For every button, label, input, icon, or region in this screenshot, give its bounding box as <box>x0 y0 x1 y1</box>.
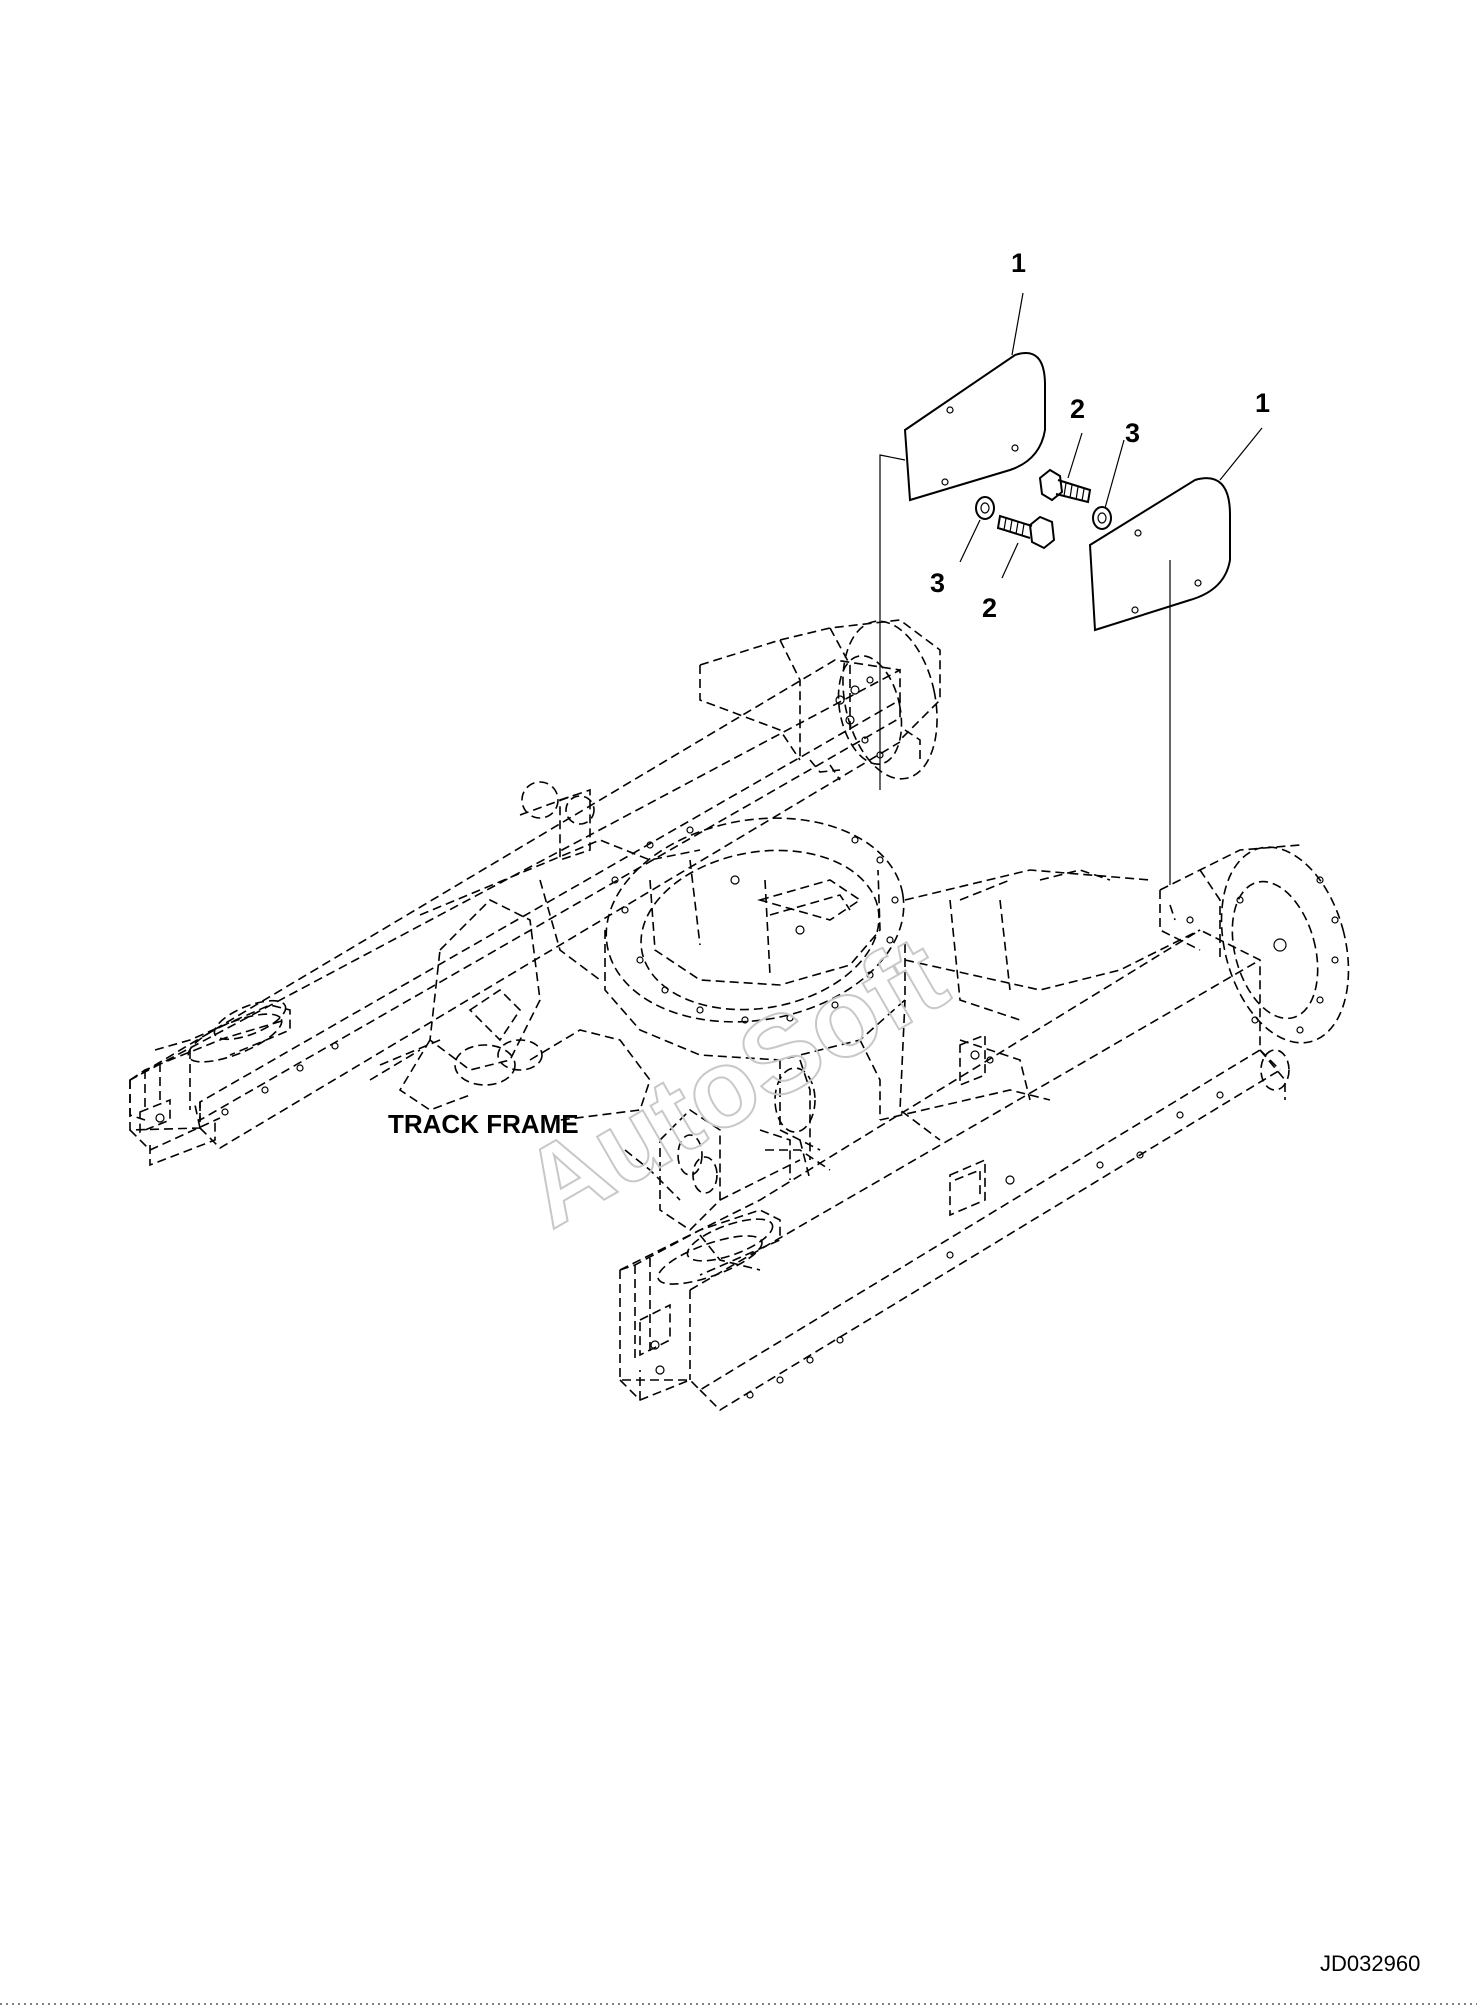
callout-leaders <box>959 292 1263 579</box>
callout-2-upper: 2 <box>1070 394 1085 424</box>
left-side-frame <box>129 619 941 1167</box>
bolt-part-2-upper <box>1038 468 1092 504</box>
callout-3-upper: 3 <box>1125 418 1140 448</box>
track-frame <box>129 454 1350 1412</box>
callout-1-lower: 1 <box>1255 388 1270 418</box>
alignment-lines <box>879 454 1171 885</box>
callout-3-lower: 3 <box>930 568 945 598</box>
washer-part-3-upper <box>1092 506 1112 530</box>
center-section <box>369 817 1201 1271</box>
bolt-part-2-lower <box>996 514 1056 550</box>
callout-1-upper: 1 <box>1011 248 1026 278</box>
washer-part-3-lower <box>975 496 995 520</box>
cover-part-1-lower <box>1088 477 1231 632</box>
drawing-number: JD032960 <box>1320 1951 1420 1976</box>
track-frame-label: TRACK FRAME <box>388 1109 579 1139</box>
watermark: AutoSoft <box>502 912 966 1251</box>
callout-2-lower: 2 <box>982 593 997 623</box>
right-side-frame <box>619 844 1350 1412</box>
cover-part-1-upper <box>903 352 1046 502</box>
